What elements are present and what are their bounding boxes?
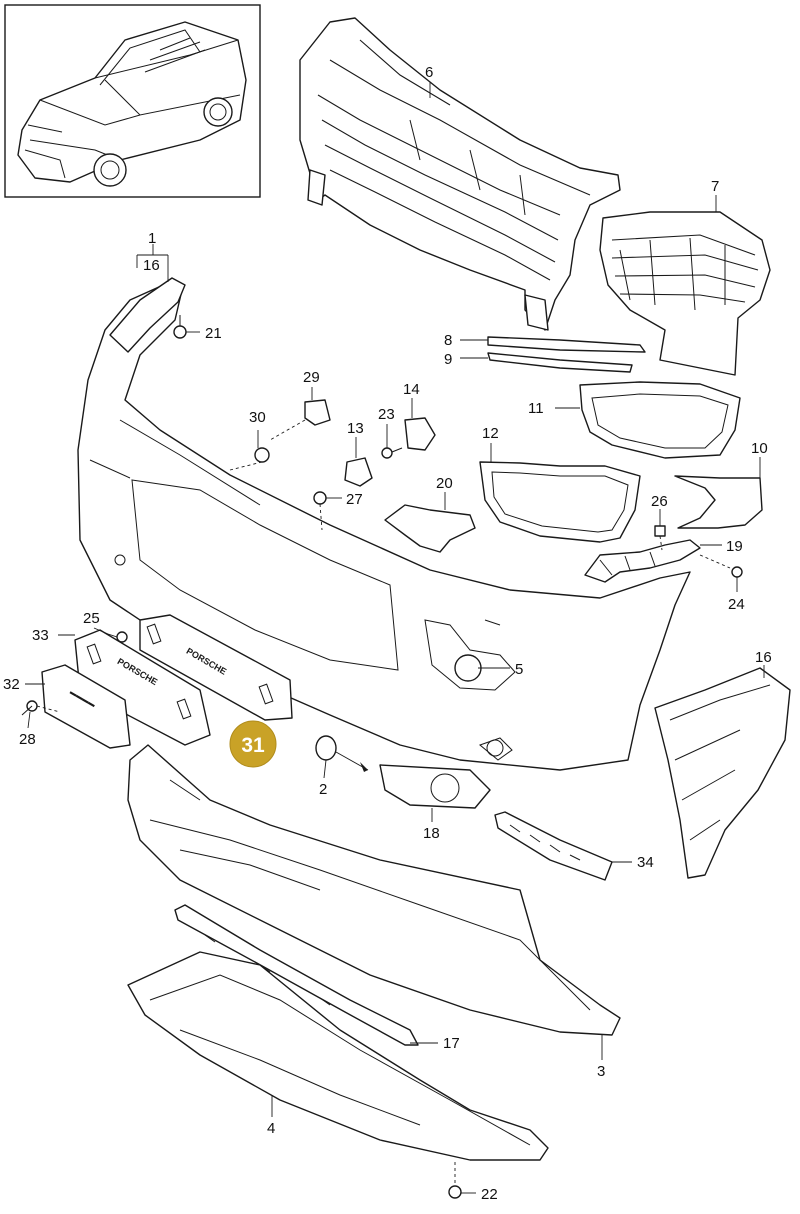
callout-27: 27 [346, 491, 363, 508]
callout-18: 18 [423, 825, 440, 842]
callout-7: 7 [711, 178, 719, 195]
callout-19: 19 [726, 538, 743, 555]
part-34-strip [494, 811, 613, 881]
part-32-plate-base: ▬▬▬▬ [41, 664, 131, 749]
part-16-upper-bracket [109, 277, 186, 353]
callout-21: 21 [205, 325, 222, 342]
callout-8: 8 [444, 332, 452, 349]
highlight-callout-31[interactable]: 31 [229, 720, 277, 768]
callout-23: 23 [378, 406, 395, 423]
callout-34: 34 [637, 854, 654, 871]
part-30-grommet [229, 447, 270, 471]
callout-16-lower: 16 [755, 649, 772, 666]
highlight-circle[interactable] [229, 720, 277, 768]
part-23-screw [381, 447, 403, 459]
part-22-screw [448, 1162, 462, 1199]
callout-12: 12 [482, 425, 499, 442]
part-4-undertray [127, 951, 549, 1161]
callout-9: 9 [444, 351, 452, 368]
part-3-lower-panel [127, 744, 621, 1036]
highlight-label: 31 [241, 734, 265, 757]
part-7-side-grille [599, 211, 771, 376]
callout-2: 2 [319, 781, 327, 798]
part-24-screw [699, 554, 743, 578]
part-19-mounting-bracket [584, 539, 701, 583]
leader-lines [25, 82, 765, 1194]
callout-11: 11 [528, 400, 544, 417]
part-13-cover [344, 457, 373, 487]
part-25-screw [116, 631, 128, 643]
part-11-trim-frame [579, 381, 741, 459]
callout-14: 14 [403, 381, 420, 398]
callout-17: 17 [443, 1035, 460, 1052]
vehicle-overview-thumbnail [4, 4, 261, 198]
callout-10: 10 [751, 440, 768, 457]
callout-3: 3 [597, 1063, 605, 1080]
callout-6: 6 [425, 64, 433, 81]
part-31-license-plate-bracket: PORSCHE [139, 614, 293, 721]
part-16-side-bracket [654, 667, 791, 879]
callout-30: 30 [249, 409, 266, 426]
callout-labels: 1 16 21 6 7 8 9 29 30 14 23 13 11 12 10 … [3, 64, 772, 1203]
callout-28: 28 [19, 731, 36, 748]
callout-1: 1 [148, 230, 156, 247]
callout-16-upper: 16 [143, 257, 160, 274]
part-8-trim-strip [487, 336, 646, 353]
callout-13: 13 [347, 420, 364, 437]
callout-26: 26 [651, 493, 668, 510]
part-14-sensor-bracket [404, 417, 436, 451]
part-12-grille-frame [479, 461, 641, 543]
part-10-side-trim [674, 475, 763, 529]
callout-29: 29 [303, 369, 320, 386]
part-28-screw [21, 700, 61, 716]
callout-24: 24 [728, 596, 745, 613]
callout-32: 32 [3, 676, 20, 693]
part-6-grille-carrier [299, 17, 621, 331]
callout-33: 33 [32, 627, 49, 644]
part-20-bracket [384, 504, 476, 553]
part-29-sensor [269, 399, 331, 441]
part-9-trim-strip [487, 352, 633, 373]
part-18-fog-lamp-trim [379, 764, 491, 809]
callout-25: 25 [83, 610, 100, 627]
callout-4: 4 [267, 1120, 275, 1137]
callout-20: 20 [436, 475, 453, 492]
part-2-tow-hook-cover [315, 735, 369, 772]
callout-22: 22 [481, 1186, 498, 1203]
callout-5: 5 [515, 661, 523, 678]
